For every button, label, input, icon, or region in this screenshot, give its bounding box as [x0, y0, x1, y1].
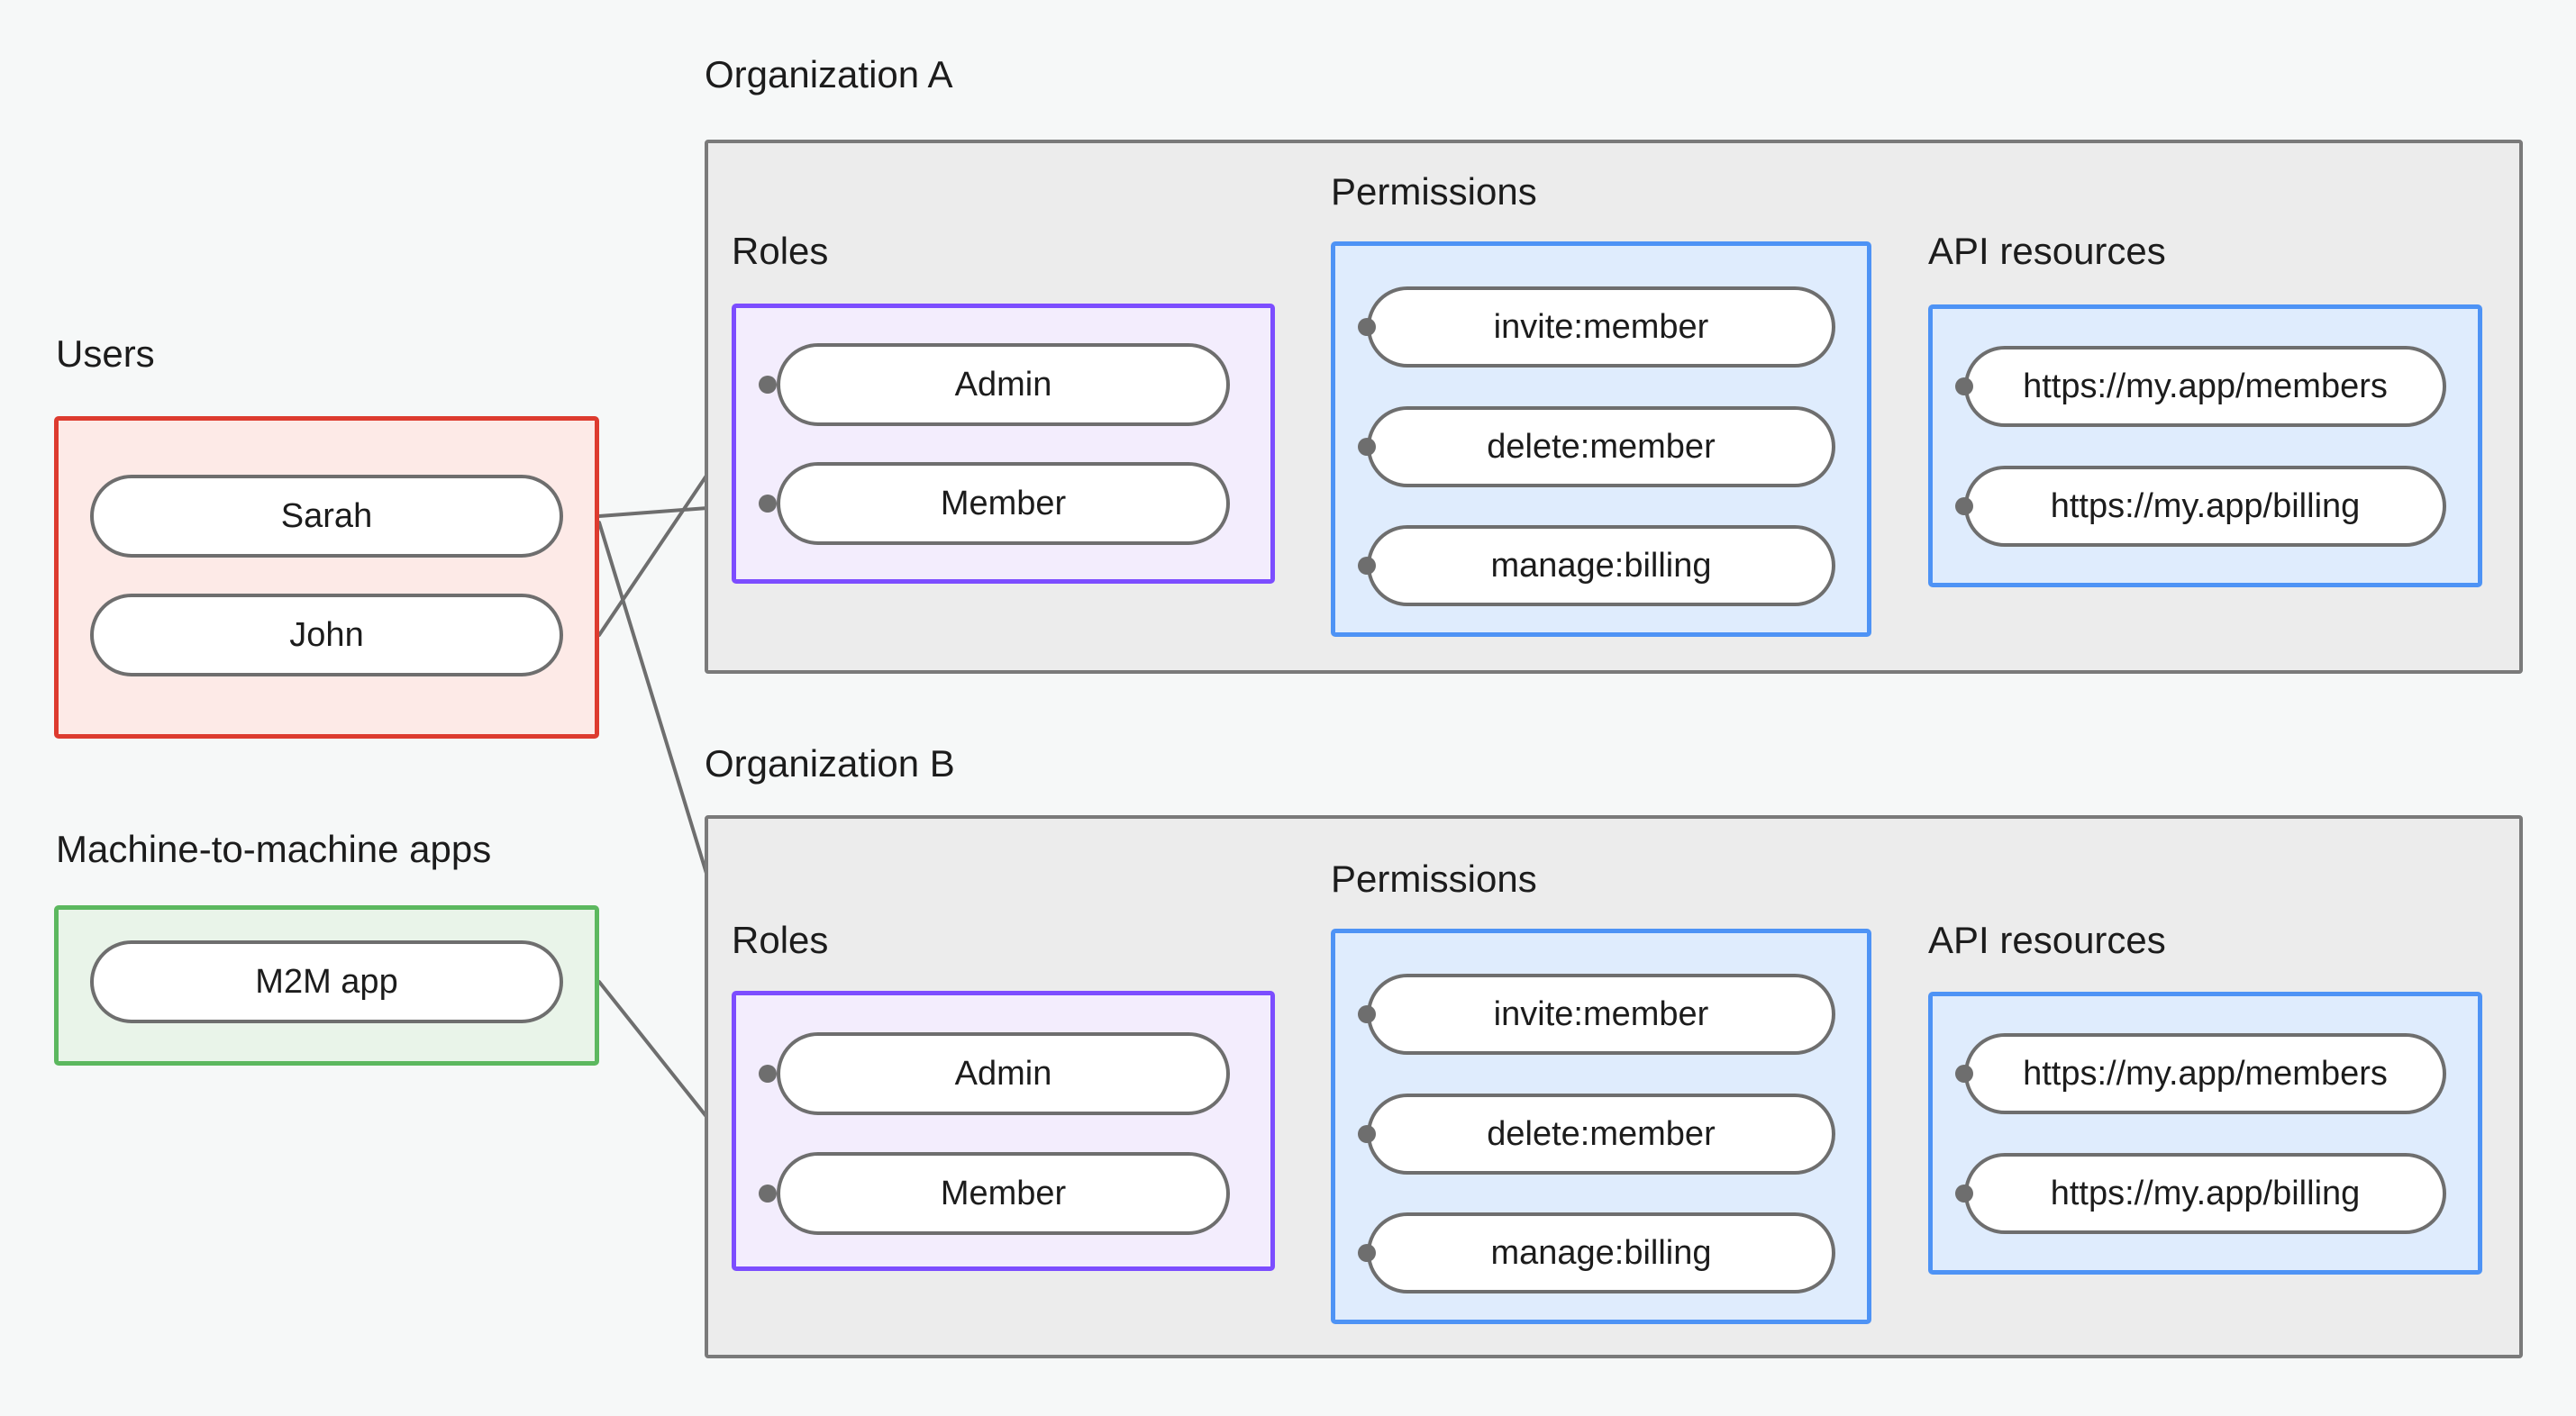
orgA-api-resource-billing-label: https://my.app/billing [2050, 486, 2361, 525]
orgA-api-resource-members[interactable]: https://my.app/members [1964, 346, 2446, 427]
orgA-permission-delete-in-dot [1358, 438, 1376, 456]
orgA-role-admin[interactable]: Admin [777, 343, 1230, 426]
machine-to-machine-apps-label: Machine-to-machine apps [56, 828, 492, 870]
orgA-permission-invite-in-dot [1358, 318, 1376, 336]
orgB-api-resource-billing[interactable]: https://my.app/billing [1964, 1153, 2446, 1234]
users-box [54, 416, 599, 739]
orgA-permission-manage-billing-label: manage:billing [1490, 546, 1712, 585]
user-john[interactable]: John [90, 594, 563, 676]
organization-a-title: Organization A [705, 53, 953, 95]
orgB-api-resources-label: API resources [1928, 919, 2166, 961]
user-sarah[interactable]: Sarah [90, 475, 563, 558]
orgB-api-resource-members-label: https://my.app/members [2023, 1054, 2388, 1093]
orgA-permission-delete-member-label: delete:member [1487, 427, 1716, 466]
orgA-api-resource-members-label: https://my.app/members [2023, 367, 2388, 405]
users-label: Users [56, 332, 155, 375]
orgB-permission-delete-member-label: delete:member [1487, 1114, 1716, 1153]
orgB-role-admin-label: Admin [954, 1054, 1052, 1093]
m2m-app[interactable]: M2M app [90, 940, 563, 1023]
orgA-permission-invite-member[interactable]: invite:member [1367, 286, 1835, 368]
orgB-role-member[interactable]: Member [777, 1152, 1230, 1235]
orgB-roles-label: Roles [732, 919, 829, 961]
orgA-role-member[interactable]: Member [777, 462, 1230, 545]
orgB-permission-invite-member[interactable]: invite:member [1367, 974, 1835, 1055]
orgB-api-resource-billing-label: https://my.app/billing [2050, 1174, 2361, 1212]
orgB-permission-delete-member[interactable]: delete:member [1367, 1094, 1835, 1175]
orgA-api-members-in-dot [1955, 377, 1973, 395]
orgA-role-member-in-dot [759, 495, 777, 513]
orgA-role-admin-label: Admin [954, 365, 1052, 404]
orgB-api-billing-in-dot [1955, 1185, 1973, 1203]
m2m-app-label: M2M app [255, 962, 398, 1001]
organization-b-title: Organization B [705, 742, 955, 785]
user-john-label: John [289, 615, 364, 654]
orgB-permissions-label: Permissions [1331, 858, 1537, 900]
orgA-permission-manage-in-dot [1358, 557, 1376, 575]
orgB-api-members-in-dot [1955, 1065, 1973, 1083]
orgB-permission-invite-in-dot [1358, 1005, 1376, 1023]
orgB-permission-invite-member-label: invite:member [1493, 994, 1709, 1033]
orgA-api-resources-label: API resources [1928, 230, 2166, 272]
orgA-permissions-label: Permissions [1331, 170, 1537, 213]
orgB-role-admin[interactable]: Admin [777, 1032, 1230, 1115]
orgB-role-admin-in-dot [759, 1065, 777, 1083]
orgA-permission-delete-member[interactable]: delete:member [1367, 406, 1835, 487]
orgB-role-member-in-dot [759, 1185, 777, 1203]
orgB-permission-manage-billing[interactable]: manage:billing [1367, 1212, 1835, 1293]
orgB-api-resource-members[interactable]: https://my.app/members [1964, 1033, 2446, 1114]
orgA-role-admin-in-dot [759, 376, 777, 394]
orgB-permission-manage-in-dot [1358, 1244, 1376, 1262]
orgA-role-member-label: Member [940, 484, 1067, 522]
orgB-permission-manage-billing-label: manage:billing [1490, 1233, 1712, 1272]
orgB-permission-delete-in-dot [1358, 1125, 1376, 1143]
orgA-api-billing-in-dot [1955, 497, 1973, 515]
user-sarah-label: Sarah [280, 496, 373, 535]
orgA-permission-manage-billing[interactable]: manage:billing [1367, 525, 1835, 606]
orgB-role-member-label: Member [940, 1174, 1067, 1212]
orgA-roles-label: Roles [732, 230, 829, 272]
orgA-permission-invite-member-label: invite:member [1493, 307, 1709, 346]
orgA-api-resource-billing[interactable]: https://my.app/billing [1964, 466, 2446, 547]
